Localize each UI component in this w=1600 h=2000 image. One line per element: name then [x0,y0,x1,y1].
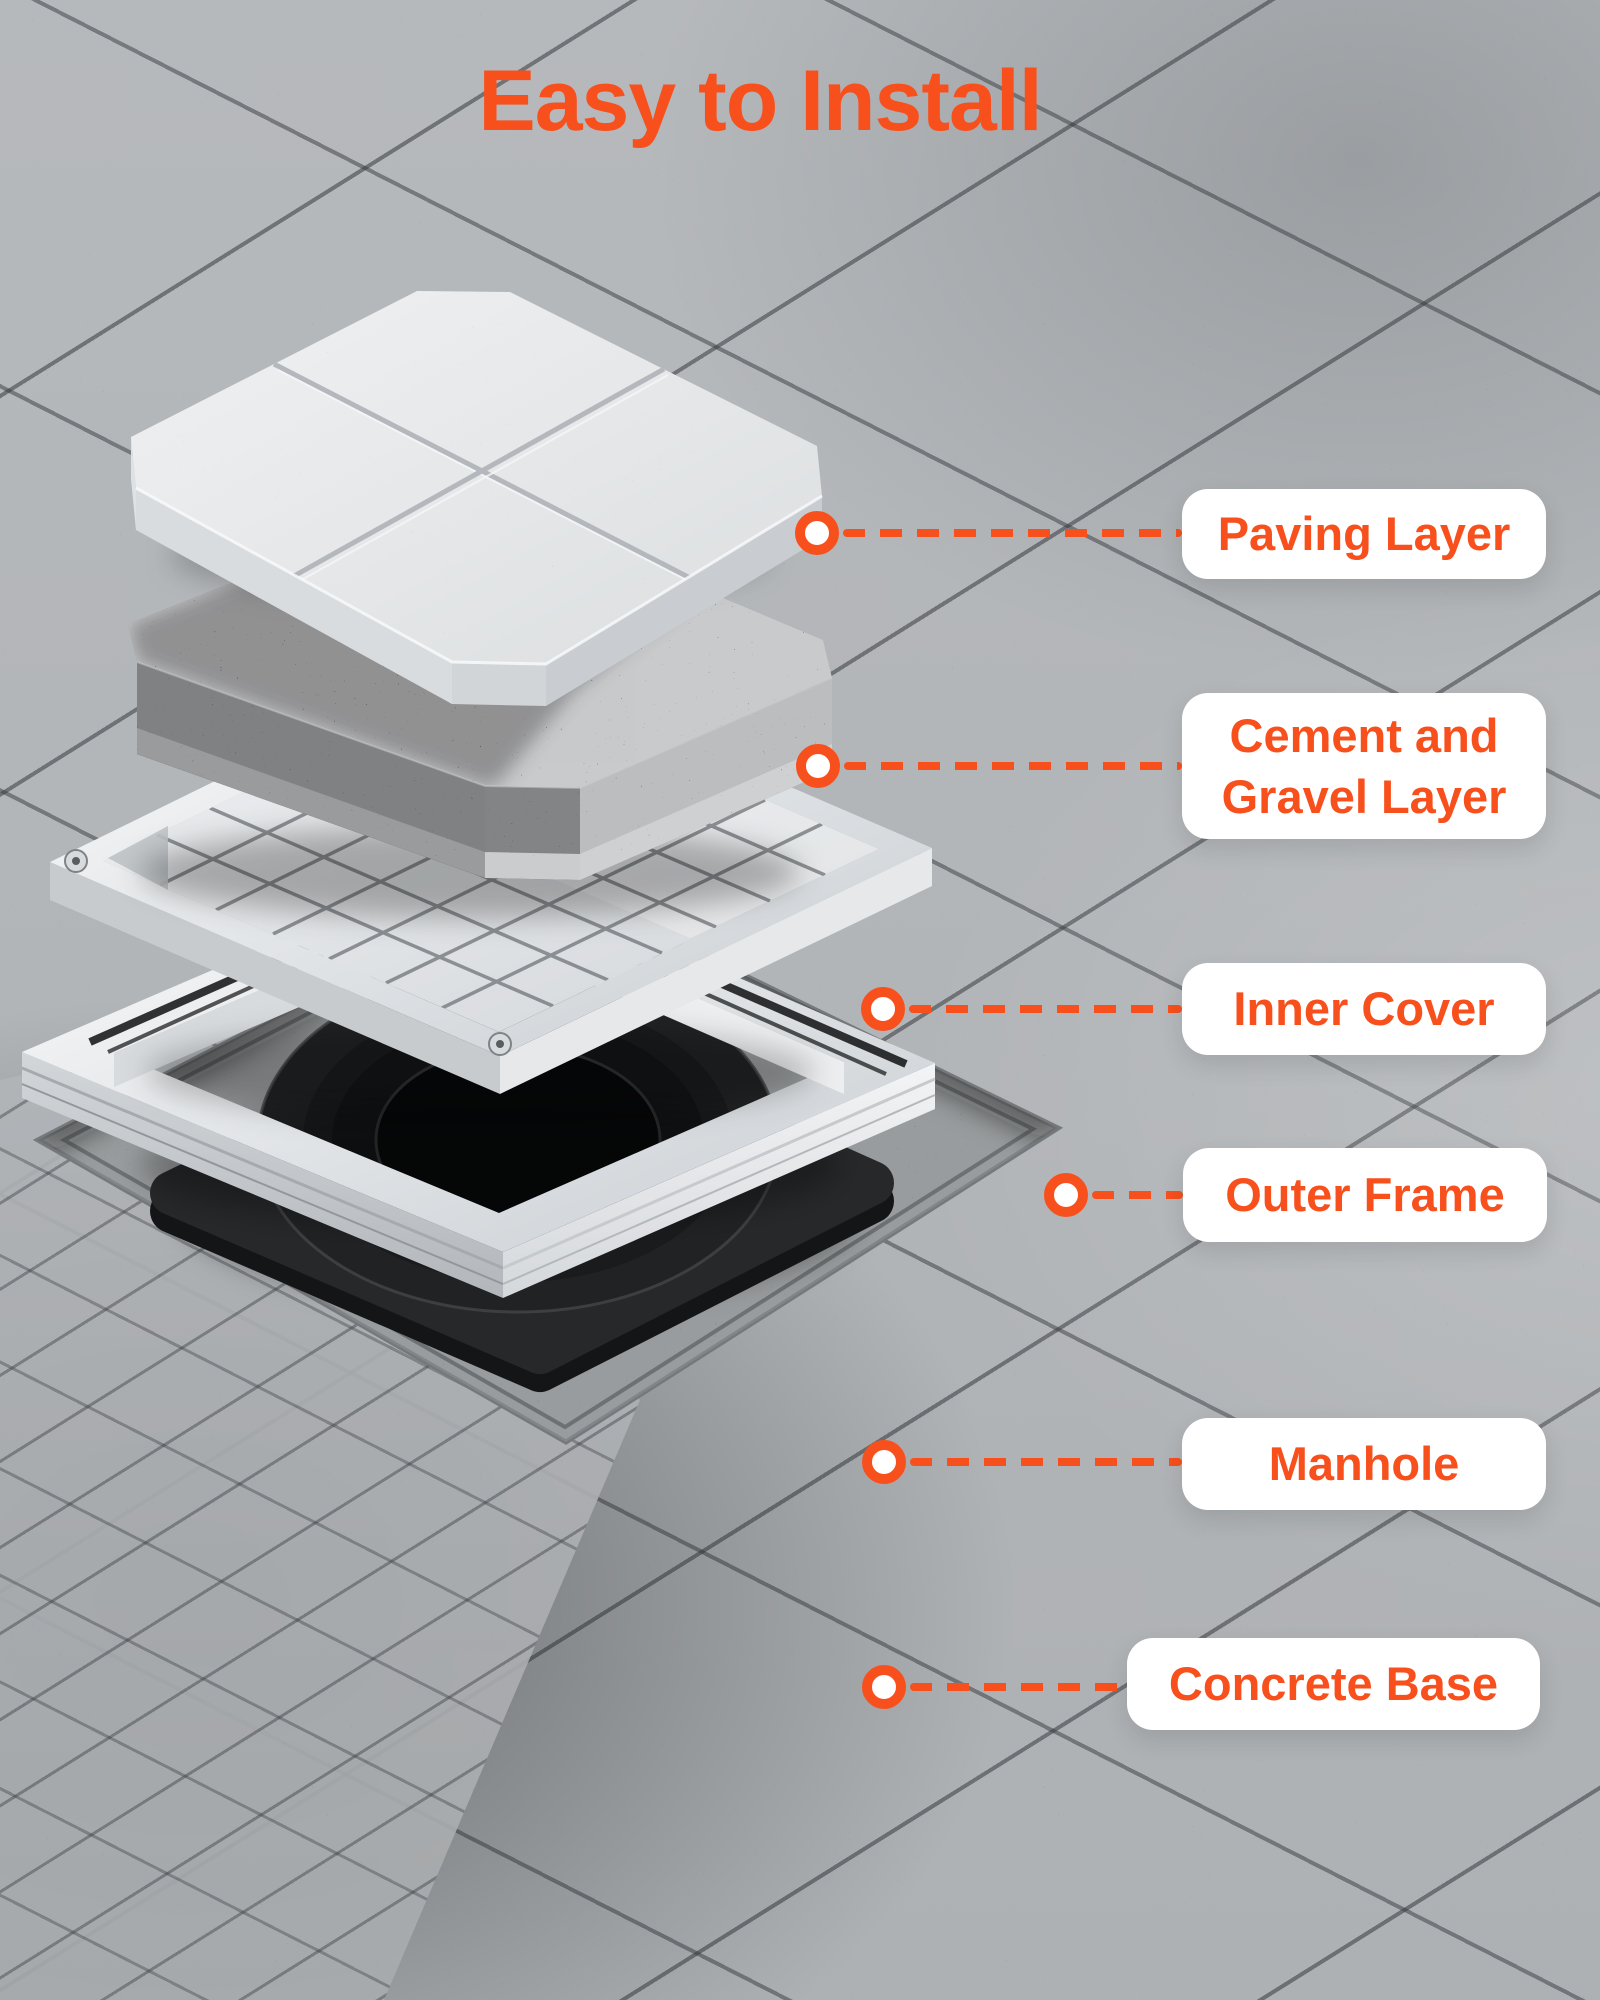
callout-line [910,1683,1127,1691]
layer-label-text: Manhole [1268,1437,1460,1491]
layer-label-manhole: Manhole [1182,1418,1546,1510]
callout-marker-icon [795,511,839,555]
page-title: Easy to Install [478,53,1042,149]
layer-label-concrete-base: Concrete Base [1127,1638,1540,1730]
layer-label-text: Paving Layer [1217,507,1511,561]
callout-line [1092,1191,1183,1199]
callout-line [910,1458,1182,1466]
layer-label-text: Outer Frame [1225,1168,1505,1222]
callout-marker-icon [862,1440,906,1484]
callout-line [844,762,1182,770]
layer-label-inner-cover: Inner Cover [1182,963,1546,1055]
layer-label-paving: Paving Layer [1182,489,1546,579]
callout-line [843,529,1182,537]
layer-label-text: Inner Cover [1233,982,1495,1036]
layer-label-text: Concrete Base [1168,1657,1499,1711]
callout-marker-icon [1044,1173,1088,1217]
callout-marker-icon [862,1665,906,1709]
callout-marker-icon [796,744,840,788]
layer-label-outer-frame: Outer Frame [1183,1148,1547,1242]
layer-label-cement-gravel: Cement and Gravel Layer [1182,693,1546,839]
layer-label-text: Cement and Gravel Layer [1221,708,1507,823]
callout-marker-icon [861,987,905,1031]
callout-line [909,1005,1182,1013]
